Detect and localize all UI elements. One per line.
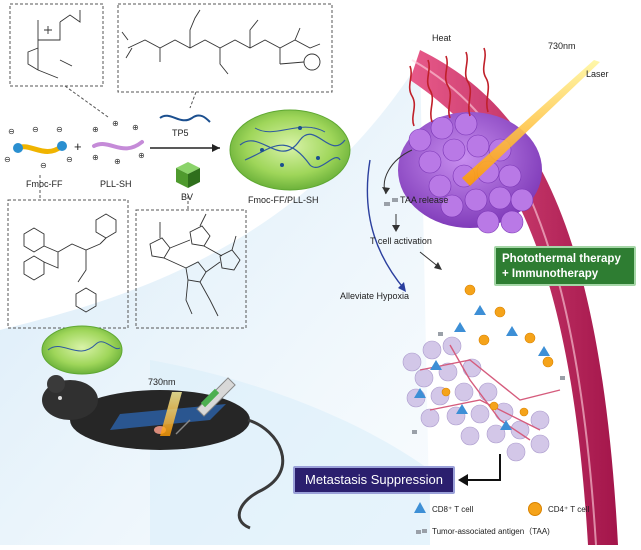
svg-text:⊕: ⊕ [112, 119, 119, 128]
metastasis-arrow [462, 454, 501, 481]
label-laser: Laser [586, 69, 609, 79]
svg-text:⊕: ⊕ [92, 153, 99, 162]
fmoc-ff-particle: ⊖ ⊖ ⊖ ⊖ ⊖ ⊖ [4, 125, 73, 170]
svg-text:⊕: ⊕ [132, 123, 139, 132]
connector-tp5 [189, 91, 197, 109]
taa-particles [384, 198, 565, 434]
connector-pll [64, 85, 109, 118]
therapy-box-line2: + Immunotherapy [502, 268, 599, 280]
legend-cd8: CD8⁺ T cell [432, 505, 474, 514]
cd4-legend-icon [528, 502, 542, 516]
tp5-structure-box [117, 3, 333, 93]
legend-taa: Tumor-associated antigen（TAA) [432, 527, 550, 536]
label-alleviate-hypoxia: Alleviate Hypoxia [340, 291, 410, 301]
legend-cd4: CD4⁺ T cell [548, 505, 590, 514]
label-plus: + [74, 139, 82, 154]
label-heat: Heat [432, 33, 452, 43]
svg-text:⊕: ⊕ [92, 125, 99, 134]
svg-text:⊖: ⊖ [56, 125, 63, 134]
laser-beam-top [462, 60, 600, 186]
svg-text:⊕: ⊕ [114, 157, 121, 166]
svg-text:⊕: ⊕ [138, 151, 145, 160]
label-tp5: TP5 [172, 128, 189, 138]
label-bv: BV [181, 192, 194, 202]
therapy-box-line1: Photothermal therapy [502, 253, 621, 265]
pll-sh-particle: ⊕ ⊕ ⊕ ⊕ ⊕ ⊕ [92, 119, 145, 166]
tp5-molecule [121, 9, 321, 75]
bv-structure-box [135, 209, 247, 329]
taa-legend-icon [416, 529, 427, 534]
label-hydrogel: Fmoc-FF/PLL-SH [248, 195, 319, 205]
hydrogel-blob [229, 109, 351, 191]
label-wavelength-top: 730nm [548, 41, 576, 51]
syringe-icon [175, 377, 236, 435]
label-wavelength-mouse: 730nm [148, 377, 176, 387]
hypoxia-arrow [366, 159, 406, 291]
label-fmoc-ff: Fmoc-FF [26, 179, 63, 189]
cd8-cells [414, 305, 550, 430]
hydrogel-blob-small [41, 325, 123, 375]
pll-sh-molecule [27, 10, 81, 79]
svg-text:⊖: ⊖ [8, 127, 15, 136]
bv-cube [176, 162, 200, 188]
bv-molecule [149, 213, 241, 317]
cd4-cells [441, 284, 554, 417]
label-pll-sh: PLL-SH [100, 179, 132, 189]
label-t-cell-activation: T cell activation [370, 236, 432, 246]
tp5-squiggle [159, 114, 211, 123]
metastasis-box: Metastasis Suppression [293, 466, 455, 494]
label-taa-release: TAA release [400, 195, 449, 205]
svg-text:⊖: ⊖ [32, 125, 39, 134]
svg-text:⊖: ⊖ [40, 161, 47, 170]
heat-waves [408, 47, 490, 127]
pll-sh-structure-box [9, 3, 104, 87]
laser-beam-mouse [160, 392, 182, 436]
therapy-box: Photothermal therapy + Immunotherapy [494, 246, 636, 286]
tumor-cluster-bottom [402, 336, 561, 462]
svg-text:⊖: ⊖ [66, 155, 73, 164]
cd8-legend-icon [414, 502, 426, 513]
fmoc-ff-molecule [23, 213, 117, 313]
svg-text:⊖: ⊖ [4, 155, 11, 164]
